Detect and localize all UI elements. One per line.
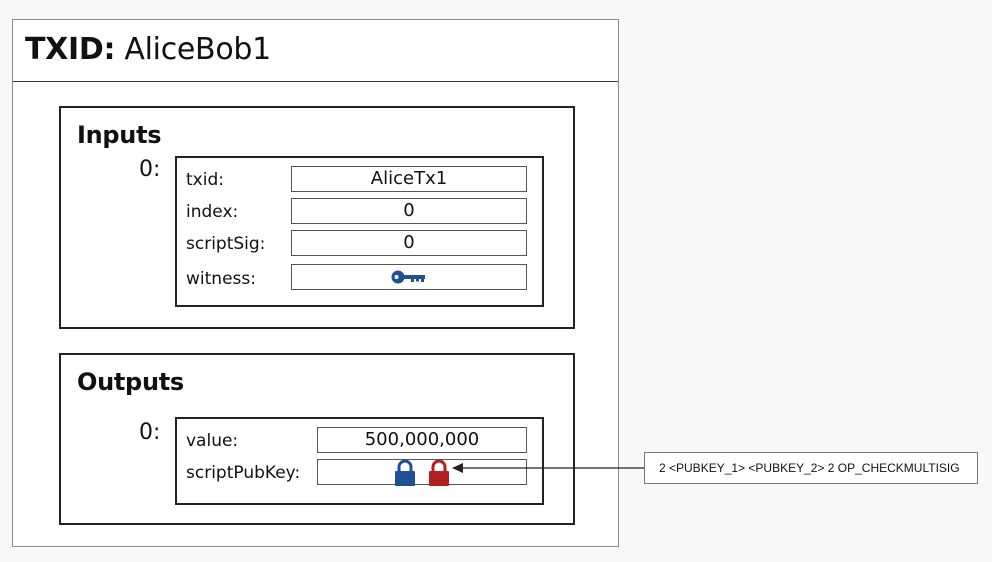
- input-index-field-label: index:: [186, 202, 239, 222]
- outputs-title: Outputs: [77, 368, 184, 396]
- transaction-card: TXID: AliceBob1 Inputs 0: txid: AliceTx1…: [12, 19, 619, 547]
- txid-title: TXID: AliceBob1: [25, 30, 271, 70]
- transaction-header: TXID: AliceBob1: [13, 20, 618, 82]
- blue-lock-icon: [395, 460, 416, 486]
- input-txid-value: AliceTx1: [291, 166, 527, 192]
- output-index-label: 0:: [139, 420, 161, 445]
- txid-label: TXID:: [25, 32, 116, 67]
- inputs-section: Inputs 0: txid: AliceTx1 index: 0 script…: [59, 106, 575, 329]
- input-scriptsig-label: scriptSig:: [186, 234, 266, 254]
- output-fields-box: value: 500,000,000 scriptPubKey:: [175, 417, 544, 505]
- outputs-section: Outputs 0: value: 500,000,000 scriptPubK…: [59, 353, 575, 525]
- input-index-value: 0: [291, 198, 527, 224]
- key-icon: [391, 270, 425, 284]
- red-lock-icon: [428, 460, 449, 486]
- output-scriptpubkey-value: [317, 459, 527, 486]
- inputs-title: Inputs: [77, 121, 162, 149]
- input-txid-label: txid:: [186, 170, 224, 190]
- input-witness-label: witness:: [186, 269, 256, 289]
- output-value-label: value:: [186, 431, 239, 451]
- input-witness-value: [291, 264, 527, 290]
- txid-value: AliceBob1: [124, 32, 271, 67]
- input-index-label: 0:: [139, 157, 161, 182]
- script-annotation-box: 2 <PUBKEY_1> <PUBKEY_2> 2 OP_CHECKMULTIS…: [644, 452, 978, 484]
- input-scriptsig-value: 0: [291, 230, 527, 256]
- output-value-value: 500,000,000: [317, 427, 527, 453]
- input-fields-box: txid: AliceTx1 index: 0 scriptSig: 0 wit…: [175, 156, 544, 307]
- output-scriptpubkey-label: scriptPubKey:: [186, 463, 301, 483]
